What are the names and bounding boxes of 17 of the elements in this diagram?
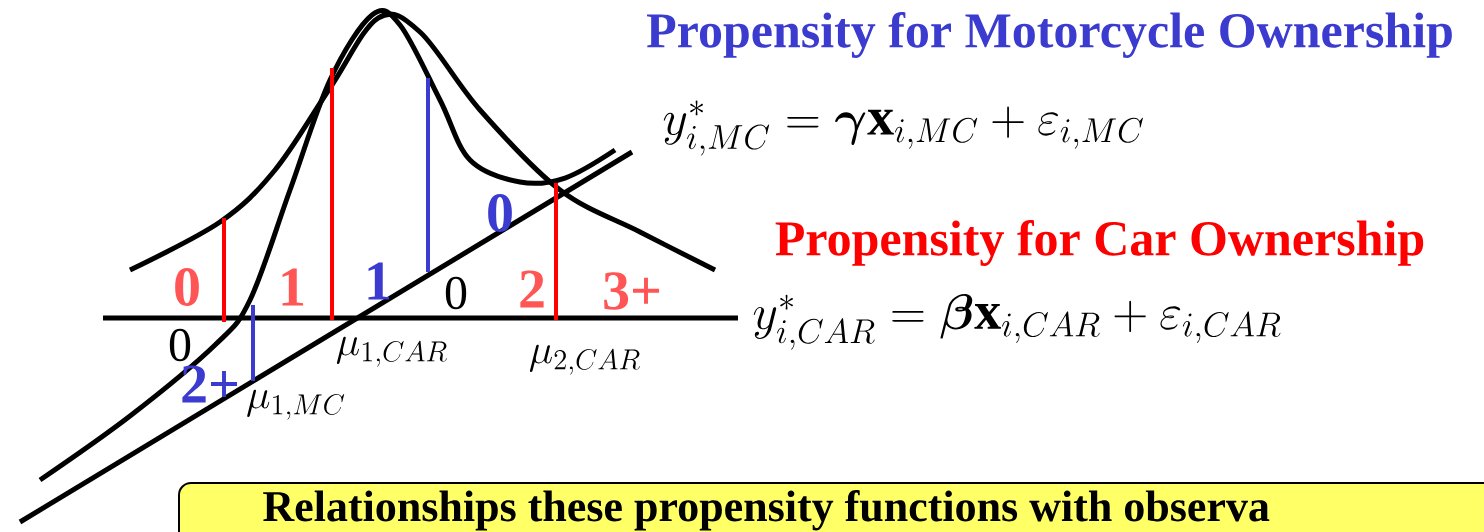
threshold-value: 0 — [445, 276, 467, 310]
category-number: 3+ — [604, 272, 660, 310]
category-number: 2+ — [182, 365, 238, 403]
category-number: 1 — [282, 268, 304, 306]
note-box: Relationships these propensity functions with observa — [178, 482, 1484, 532]
heading: Propensity for Motorcycle Ownership — [647, 12, 1452, 58]
threshold-label: $\mu_{1,MC}$ — [247, 389, 345, 420]
threshold-value: 0 — [169, 328, 191, 362]
category-number: 0 — [488, 194, 512, 232]
equation: $y^{*}_{i,MC} = \boldsymbol{\gamma}\mathbf{x}_{i,MC} + \varepsilon_{i,MC}$ — [663, 100, 1143, 156]
category-number: 1 — [368, 262, 390, 300]
threshold-label: $\mu_{2,CAR}$ — [529, 344, 640, 375]
category-number: 0 — [175, 268, 199, 306]
threshold-label: $\mu_{1,CAR}$ — [336, 336, 447, 367]
equation: $y^{*}_{i,CAR} = \boldsymbol{\beta}\mathbf{x}_{i,CAR} + \varepsilon_{i,CAR}$ — [753, 293, 1281, 350]
category-number: 2 — [520, 270, 544, 308]
heading: Propensity for Car Ownership — [775, 220, 1424, 266]
